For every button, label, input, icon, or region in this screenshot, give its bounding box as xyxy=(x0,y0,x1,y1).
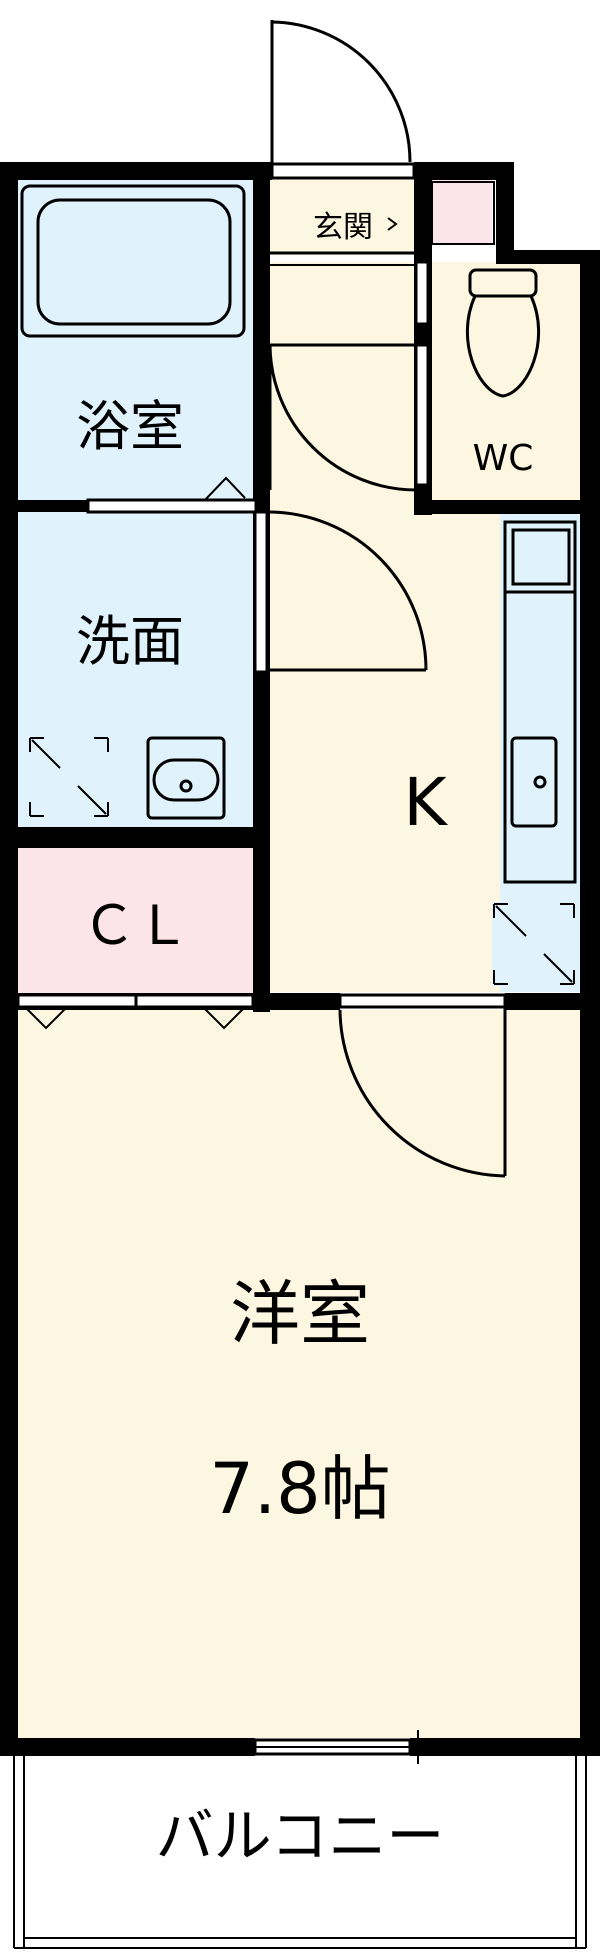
kitchen-sink-icon xyxy=(510,736,558,828)
step-marker-icon xyxy=(387,217,398,231)
washroom-door-swing-icon xyxy=(269,510,428,672)
bathroom-label: 浴室 xyxy=(76,395,184,458)
toilet-door-swing-icon xyxy=(268,343,417,492)
closet-floor xyxy=(18,848,253,993)
toilet-icon xyxy=(465,268,541,398)
balcony-label: バルコニー xyxy=(156,1802,445,1870)
toilet-label: WC xyxy=(473,438,534,479)
western-room-size: 7.8帖 xyxy=(209,1448,390,1530)
sliding-door-marker-icon xyxy=(25,1007,245,1030)
closet-label: ＣＬ xyxy=(82,894,190,957)
balcony-tick-icon xyxy=(405,1730,431,1764)
western-room-label: 洋室 xyxy=(230,1273,370,1355)
washroom-floor xyxy=(18,512,253,827)
washbasin-icon xyxy=(146,736,226,820)
kitchen-counter xyxy=(503,520,577,884)
ventilation-icon xyxy=(29,737,109,817)
bathtub-icon xyxy=(20,184,246,338)
washroom-label: 洗面 xyxy=(76,610,184,673)
western-room-door-swing-icon xyxy=(338,1007,507,1178)
walls xyxy=(0,162,600,1756)
kitchen-ventilation-icon xyxy=(492,902,576,986)
genkan-shoebox xyxy=(432,180,492,245)
balcony-railing xyxy=(13,1756,587,1949)
entrance-door-swing-icon xyxy=(270,20,412,164)
genkan-floor xyxy=(270,180,430,255)
bathroom-floor xyxy=(18,180,263,500)
genkan-label: 玄関 xyxy=(313,210,373,245)
bathroom-door-marker-icon xyxy=(204,476,246,501)
western-room-floor xyxy=(18,1010,580,1738)
kitchen-label: K xyxy=(403,764,448,841)
